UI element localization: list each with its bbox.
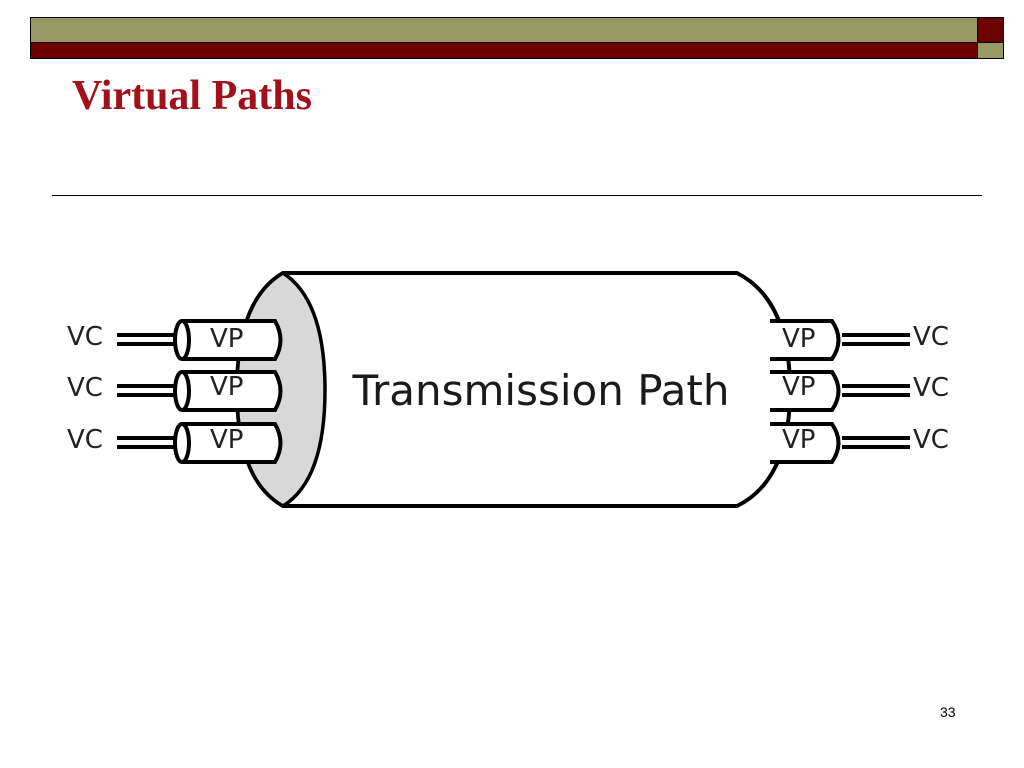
vp-tube xyxy=(182,370,283,412)
vc-label: VC xyxy=(913,322,949,352)
vc-label: VC xyxy=(67,373,103,403)
vp-tube xyxy=(182,319,283,361)
header-bar-maroon xyxy=(30,43,978,59)
vp-label: VP xyxy=(210,372,243,402)
vp-label: VP xyxy=(210,425,243,455)
vp-label: VP xyxy=(782,324,815,354)
transmission-path-label: Transmission Path xyxy=(352,366,730,415)
right-vp-vc-group-1: VP VC xyxy=(770,319,949,361)
vp-tube-end xyxy=(173,319,191,361)
vp-tube-end xyxy=(173,370,191,412)
vp-tube xyxy=(182,422,283,464)
right-vp-vc-group-2: VP VC xyxy=(770,370,949,412)
vp-label: VP xyxy=(210,324,243,354)
header-corner-maroon xyxy=(978,17,1004,43)
virtual-paths-diagram: Transmission Path VC VP VC VP VC VP VP V… xyxy=(67,270,949,509)
vp-tube-end xyxy=(173,422,191,464)
header-bar-olive xyxy=(30,17,978,43)
vc-label: VC xyxy=(913,373,949,403)
vc-label: VC xyxy=(913,425,949,455)
left-vc-vp-group-3: VC VP xyxy=(67,422,283,464)
page-number: 33 xyxy=(940,704,956,720)
right-vp-vc-group-3: VP VC xyxy=(770,422,949,464)
vc-label: VC xyxy=(67,425,103,455)
vp-tube xyxy=(770,370,841,412)
title-divider xyxy=(52,195,982,196)
slide-title: Virtual Paths xyxy=(72,73,312,119)
vp-tube xyxy=(770,319,841,361)
left-vc-vp-group-2: VC VP xyxy=(67,370,283,412)
header-corner-olive xyxy=(978,43,1004,59)
vp-label: VP xyxy=(782,425,815,455)
vp-tube xyxy=(770,422,841,464)
left-vc-vp-group-1: VC VP xyxy=(67,319,283,361)
vc-label: VC xyxy=(67,322,103,352)
vp-label: VP xyxy=(782,372,815,402)
